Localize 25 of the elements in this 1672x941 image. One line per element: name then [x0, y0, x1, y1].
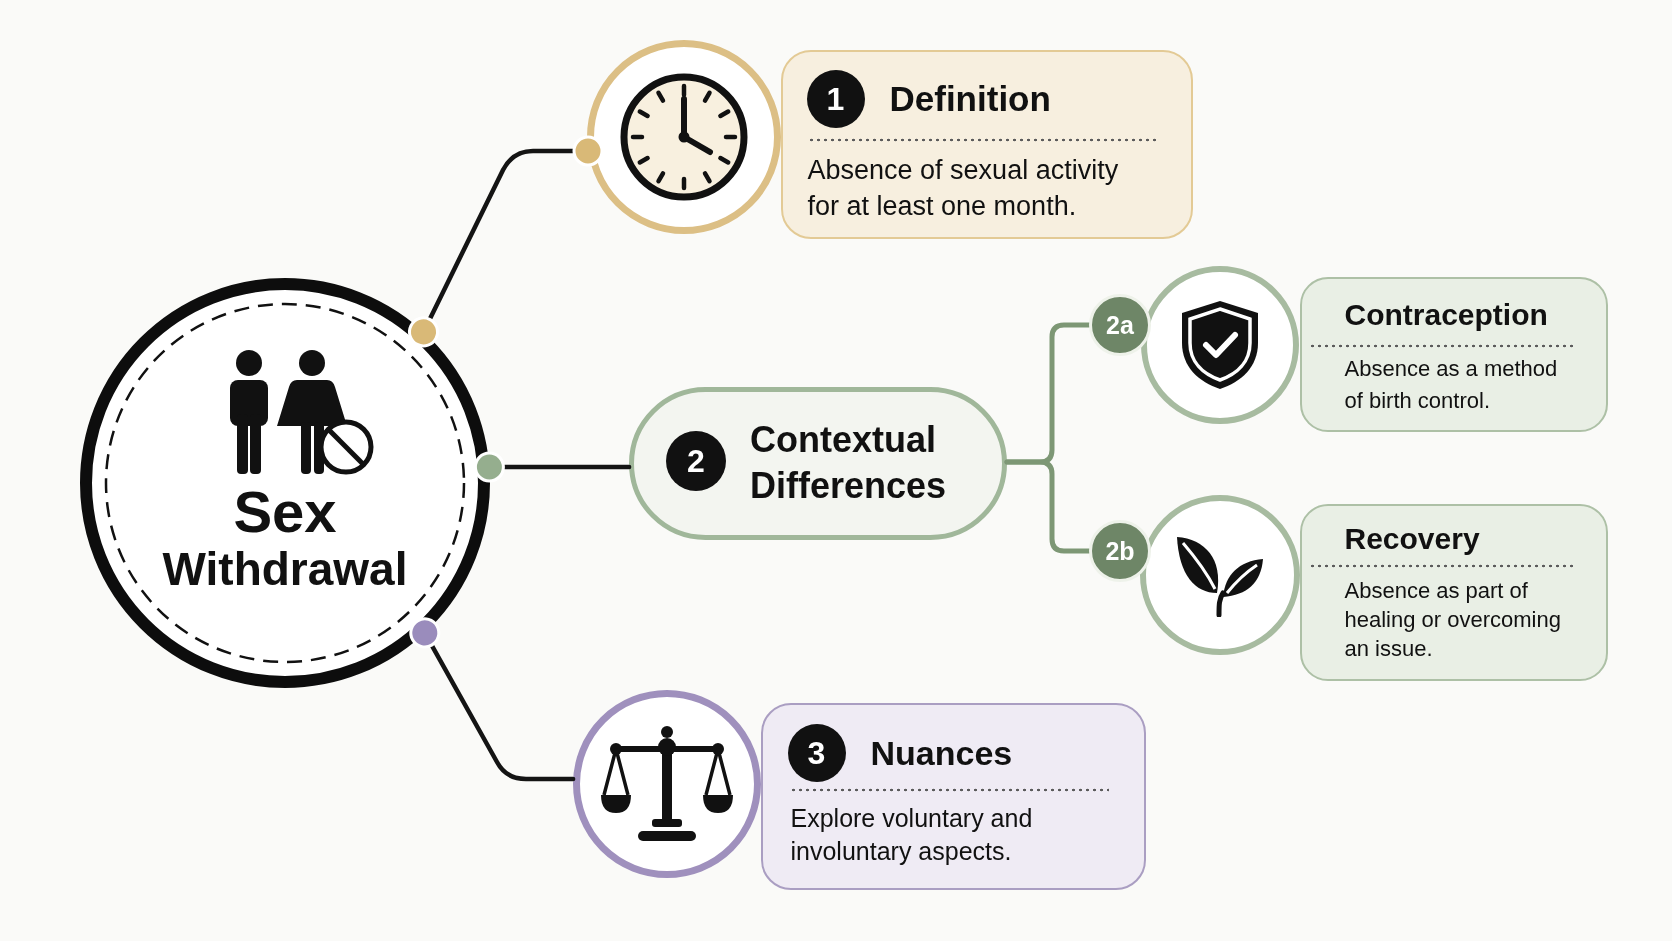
card-title: Contraception [1344, 296, 1548, 333]
connector-line [1004, 459, 1092, 554]
info-card [781, 50, 1193, 239]
card-description: Absence of sexual activity for at least one month. [807, 153, 1120, 223]
topic-circle [80, 278, 490, 688]
card-description: Absence as part of healing or overcoming an issue. [1344, 576, 1562, 663]
substep-number: 2a [1089, 294, 1151, 356]
step-number: 2 [666, 431, 726, 491]
connector-line [473, 451, 632, 483]
topic-title: Withdrawal [162, 544, 408, 594]
topic-title: Sex [233, 481, 337, 543]
substep-number: 2b [1089, 520, 1151, 582]
card-title: Definition [889, 78, 1051, 119]
info-card [761, 703, 1146, 890]
card-title: Nuances [870, 732, 1013, 773]
connector-line [408, 135, 604, 348]
info-card [1300, 504, 1608, 681]
card-title: Recovery [1344, 520, 1480, 557]
step-number: 3 [787, 723, 846, 782]
connector-line [409, 617, 576, 782]
step-number: 1 [806, 69, 865, 128]
info-card [1300, 277, 1608, 432]
card-description: Absence as a method of birth control. [1344, 354, 1559, 415]
card-description: Explore voluntary and involuntary aspects. [790, 802, 1034, 867]
card-title: Contextual Differences [750, 418, 948, 508]
